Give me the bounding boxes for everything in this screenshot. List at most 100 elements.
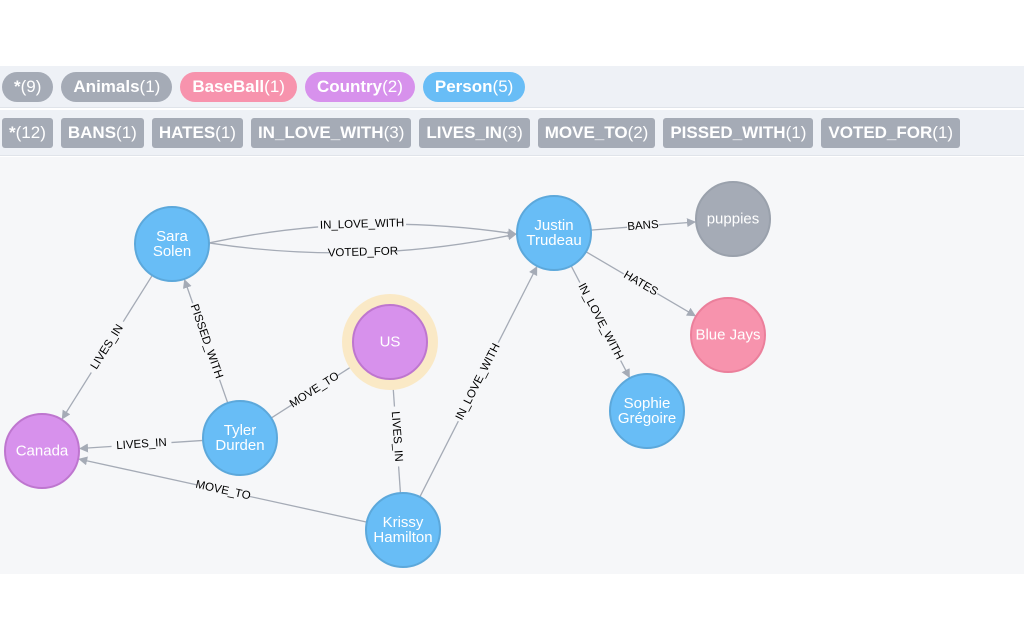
edge-label-group: IN_LOVE_WITH (573, 279, 627, 364)
node-caption: Solen (153, 243, 191, 260)
node-circle[interactable] (609, 373, 685, 449)
edge-label-background (387, 406, 406, 467)
edge-label: PISSED_WITH (188, 303, 225, 381)
label-pill-name: Person (434, 76, 493, 96)
edge-label-group: HATES (620, 267, 661, 300)
edge-label: BANS (627, 219, 659, 233)
label-pill-all[interactable]: *(9) (2, 71, 54, 102)
relationship-pill-hates[interactable]: HATES(1) (151, 117, 243, 148)
label-pill-count: (9) (20, 76, 42, 96)
edge-label-background (186, 300, 227, 383)
node-circle[interactable] (690, 297, 766, 373)
label-pill-person[interactable]: Person(5) (422, 71, 526, 102)
label-pill-count: (1) (139, 76, 161, 96)
edge-label-background (111, 435, 172, 454)
edge-label-group: MOVE_TO (288, 370, 342, 411)
graph-svg[interactable]: IN_LOVE_WITH VOTED_FOR LIVES_IN PISSED_WITH… (0, 157, 1024, 574)
edge-label-background (85, 317, 130, 377)
relationship-pill-name: LIVES_IN (426, 122, 502, 142)
graph-node-puppies[interactable]: puppies (695, 181, 771, 257)
graph-node-canada[interactable]: Canada (4, 413, 80, 489)
graph-canvas[interactable]: IN_LOVE_WITH VOTED_FOR LIVES_IN PISSED_WITH… (0, 157, 1024, 574)
label-pill-count: (2) (382, 76, 403, 96)
graph-node-bluejays[interactable]: Blue Jays (690, 297, 766, 373)
relationship-pill-name: * (9, 122, 16, 142)
label-pill-name: Country (316, 76, 383, 96)
relationship-pill-name: IN_LOVE_WITH (257, 122, 384, 142)
edge-label-group: LIVES_IN (387, 406, 406, 467)
edge-label-background (452, 339, 505, 425)
edge-label-background (195, 478, 251, 504)
edge-label: IN_LOVE_WITH (454, 342, 503, 423)
relationship-pill-count: (1) (932, 122, 954, 142)
relationship-pill-pissed-with[interactable]: PISSED_WITH(1) (663, 117, 814, 148)
edge-label-background (288, 370, 341, 411)
edge-label-group: LIVES_IN (111, 435, 172, 454)
relationship-pill-count: (3) (383, 122, 405, 142)
node-label-bar: *(9)Animals(1)BaseBall(1)Country(2)Perso… (0, 66, 1024, 108)
node-circle[interactable] (352, 304, 428, 380)
node-caption: Blue Jays (695, 327, 760, 344)
node-circle[interactable] (202, 400, 278, 476)
relationship-type-bar: *(12)BANS(1)HATES(1)IN_LOVE_WITH(3)LIVES… (0, 110, 1024, 156)
label-pill-country[interactable]: Country(2) (304, 71, 415, 102)
label-pill-animals[interactable]: Animals(1) (61, 71, 173, 102)
node-circle[interactable] (134, 206, 210, 282)
relationship-pill-name: BANS (67, 122, 117, 142)
relationship-pill-voted-for[interactable]: VOTED_FOR(1) (821, 117, 961, 148)
edge-label-group: PISSED_WITH (186, 300, 227, 383)
edge-label: VOTED_FOR (328, 245, 399, 259)
edge-label-background (329, 244, 397, 261)
graph-node-us[interactable]: US (342, 294, 438, 390)
relationship-pill-count: (2) (627, 122, 649, 142)
node-caption: US (380, 334, 401, 351)
label-pill-name: BaseBall (192, 76, 265, 96)
node-caption: Hamilton (373, 529, 432, 546)
edge-label: MOVE_TO (288, 370, 342, 410)
edge-label: LIVES_IN (389, 411, 404, 462)
edge-label-group: MOVE_TO (194, 478, 252, 504)
relationship-pill-name: PISSED_WITH (670, 122, 786, 142)
node-caption: Sara (156, 228, 188, 245)
edge-label: IN_LOVE_WITH (575, 281, 625, 361)
edge-label-group: IN_LOVE_WITH (452, 339, 505, 425)
label-pill-name: Animals (73, 76, 140, 96)
relationship-pill-count: (1) (785, 122, 807, 142)
edge-label: MOVE_TO (194, 479, 251, 503)
node-circle[interactable] (695, 181, 771, 257)
relationship-pill-lives-in[interactable]: LIVES_IN(3) (419, 117, 530, 148)
edge-label: LIVES_IN (116, 437, 167, 452)
node-caption: Justin (534, 217, 573, 234)
edge-label-group: BANS (626, 217, 660, 235)
relationship-pill-in-love-with[interactable]: IN_LOVE_WITH(3) (250, 117, 412, 148)
node-caption: Durden (215, 437, 264, 454)
label-pill-name: * (14, 76, 21, 96)
node-caption: Trudeau (526, 232, 581, 249)
node-circle[interactable] (516, 195, 592, 271)
node-caption: Tyler (224, 422, 257, 439)
edge-label-group: IN_LOVE_WITH (317, 216, 407, 233)
edge-label-background (620, 267, 661, 300)
relationship-pill-count: (3) (501, 122, 523, 142)
edge-label-group: LIVES_IN (85, 317, 130, 377)
relationship-pill-all[interactable]: *(12) (2, 117, 53, 148)
relationship-pill-bans[interactable]: BANS(1) (60, 117, 144, 148)
relationship-pill-count: (1) (215, 122, 236, 142)
edge-label-group: VOTED_FOR (328, 244, 399, 261)
node-circle[interactable] (4, 413, 80, 489)
relationship-pill-count: (1) (116, 122, 137, 142)
label-pill-baseball[interactable]: BaseBall(1) (180, 71, 297, 102)
node-circle[interactable] (365, 492, 441, 568)
node-caption: Grégoire (618, 410, 676, 427)
edge-label-background (626, 217, 660, 235)
relationship-pill-name: VOTED_FOR (828, 122, 933, 142)
label-pill-count: (5) (492, 76, 514, 96)
edge-label-background (317, 216, 407, 233)
relationship-pill-move-to[interactable]: MOVE_TO(2) (537, 117, 656, 148)
node-caption: Krissy (383, 514, 424, 531)
